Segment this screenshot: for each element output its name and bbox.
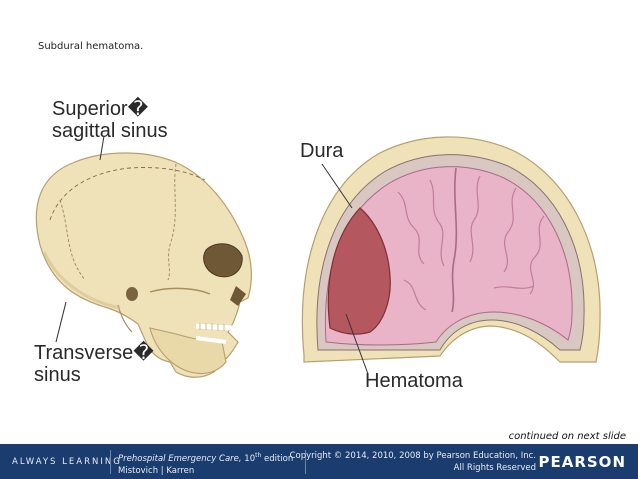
longitudinal-fissure — [451, 167, 458, 313]
illustration — [35, 135, 601, 378]
hematoma-pointer — [345, 313, 369, 375]
hematoma-region — [327, 207, 391, 335]
lambdoid-suture — [59, 199, 86, 281]
footer-book-info: Prehospital Emergency Care, 10th edition… — [118, 450, 293, 477]
subdural-hematoma-figure: Superior� sagittal sinus Transverse� sin… — [0, 80, 638, 410]
book-authors: Mistovich | Karren — [118, 465, 195, 476]
caption: Subdural hematoma. — [38, 41, 144, 52]
book-title: Prehospital Emergency Care, — [118, 453, 242, 464]
eye-orbit — [203, 243, 243, 278]
coronal-suture — [167, 163, 177, 281]
skull-illustration — [35, 152, 252, 378]
dura-label: Dura — [300, 140, 344, 162]
footer-divider-left — [110, 450, 111, 474]
edition-number: 10 — [244, 453, 256, 464]
superior-sinus-pointer — [99, 135, 105, 161]
brain-cross-section — [301, 136, 601, 363]
superior-sagittal-sinus-label: Superior� sagittal sinus — [52, 98, 168, 142]
upper-teeth — [195, 323, 233, 331]
footer-copyright: Copyright © 2014, 2010, 2008 by Pearson … — [289, 451, 536, 473]
zygomatic-arch — [149, 287, 211, 295]
edition-suffix: th — [255, 452, 262, 459]
hematoma-label: Hematoma — [365, 370, 463, 392]
ear-opening — [126, 287, 138, 301]
transverse-sinus-label: Transverse� sinus — [34, 342, 154, 386]
continued-note: continued on next slide — [508, 431, 626, 442]
footer-tagline: ALWAYS LEARNING — [12, 457, 122, 467]
skull-cranium — [35, 152, 252, 378]
sagittal-sinus-line — [49, 167, 206, 221]
dura-pointer — [321, 163, 353, 209]
footer-bar: ALWAYS LEARNING Prehospital Emergency Ca… — [0, 444, 638, 479]
pearson-logo: PEARSON — [538, 453, 626, 471]
edition-word: edition — [261, 453, 294, 464]
transverse-sinus-pointer — [55, 301, 67, 343]
lower-teeth — [195, 336, 227, 344]
nasal-cavity — [230, 286, 246, 306]
footer-divider-mid — [305, 450, 306, 474]
